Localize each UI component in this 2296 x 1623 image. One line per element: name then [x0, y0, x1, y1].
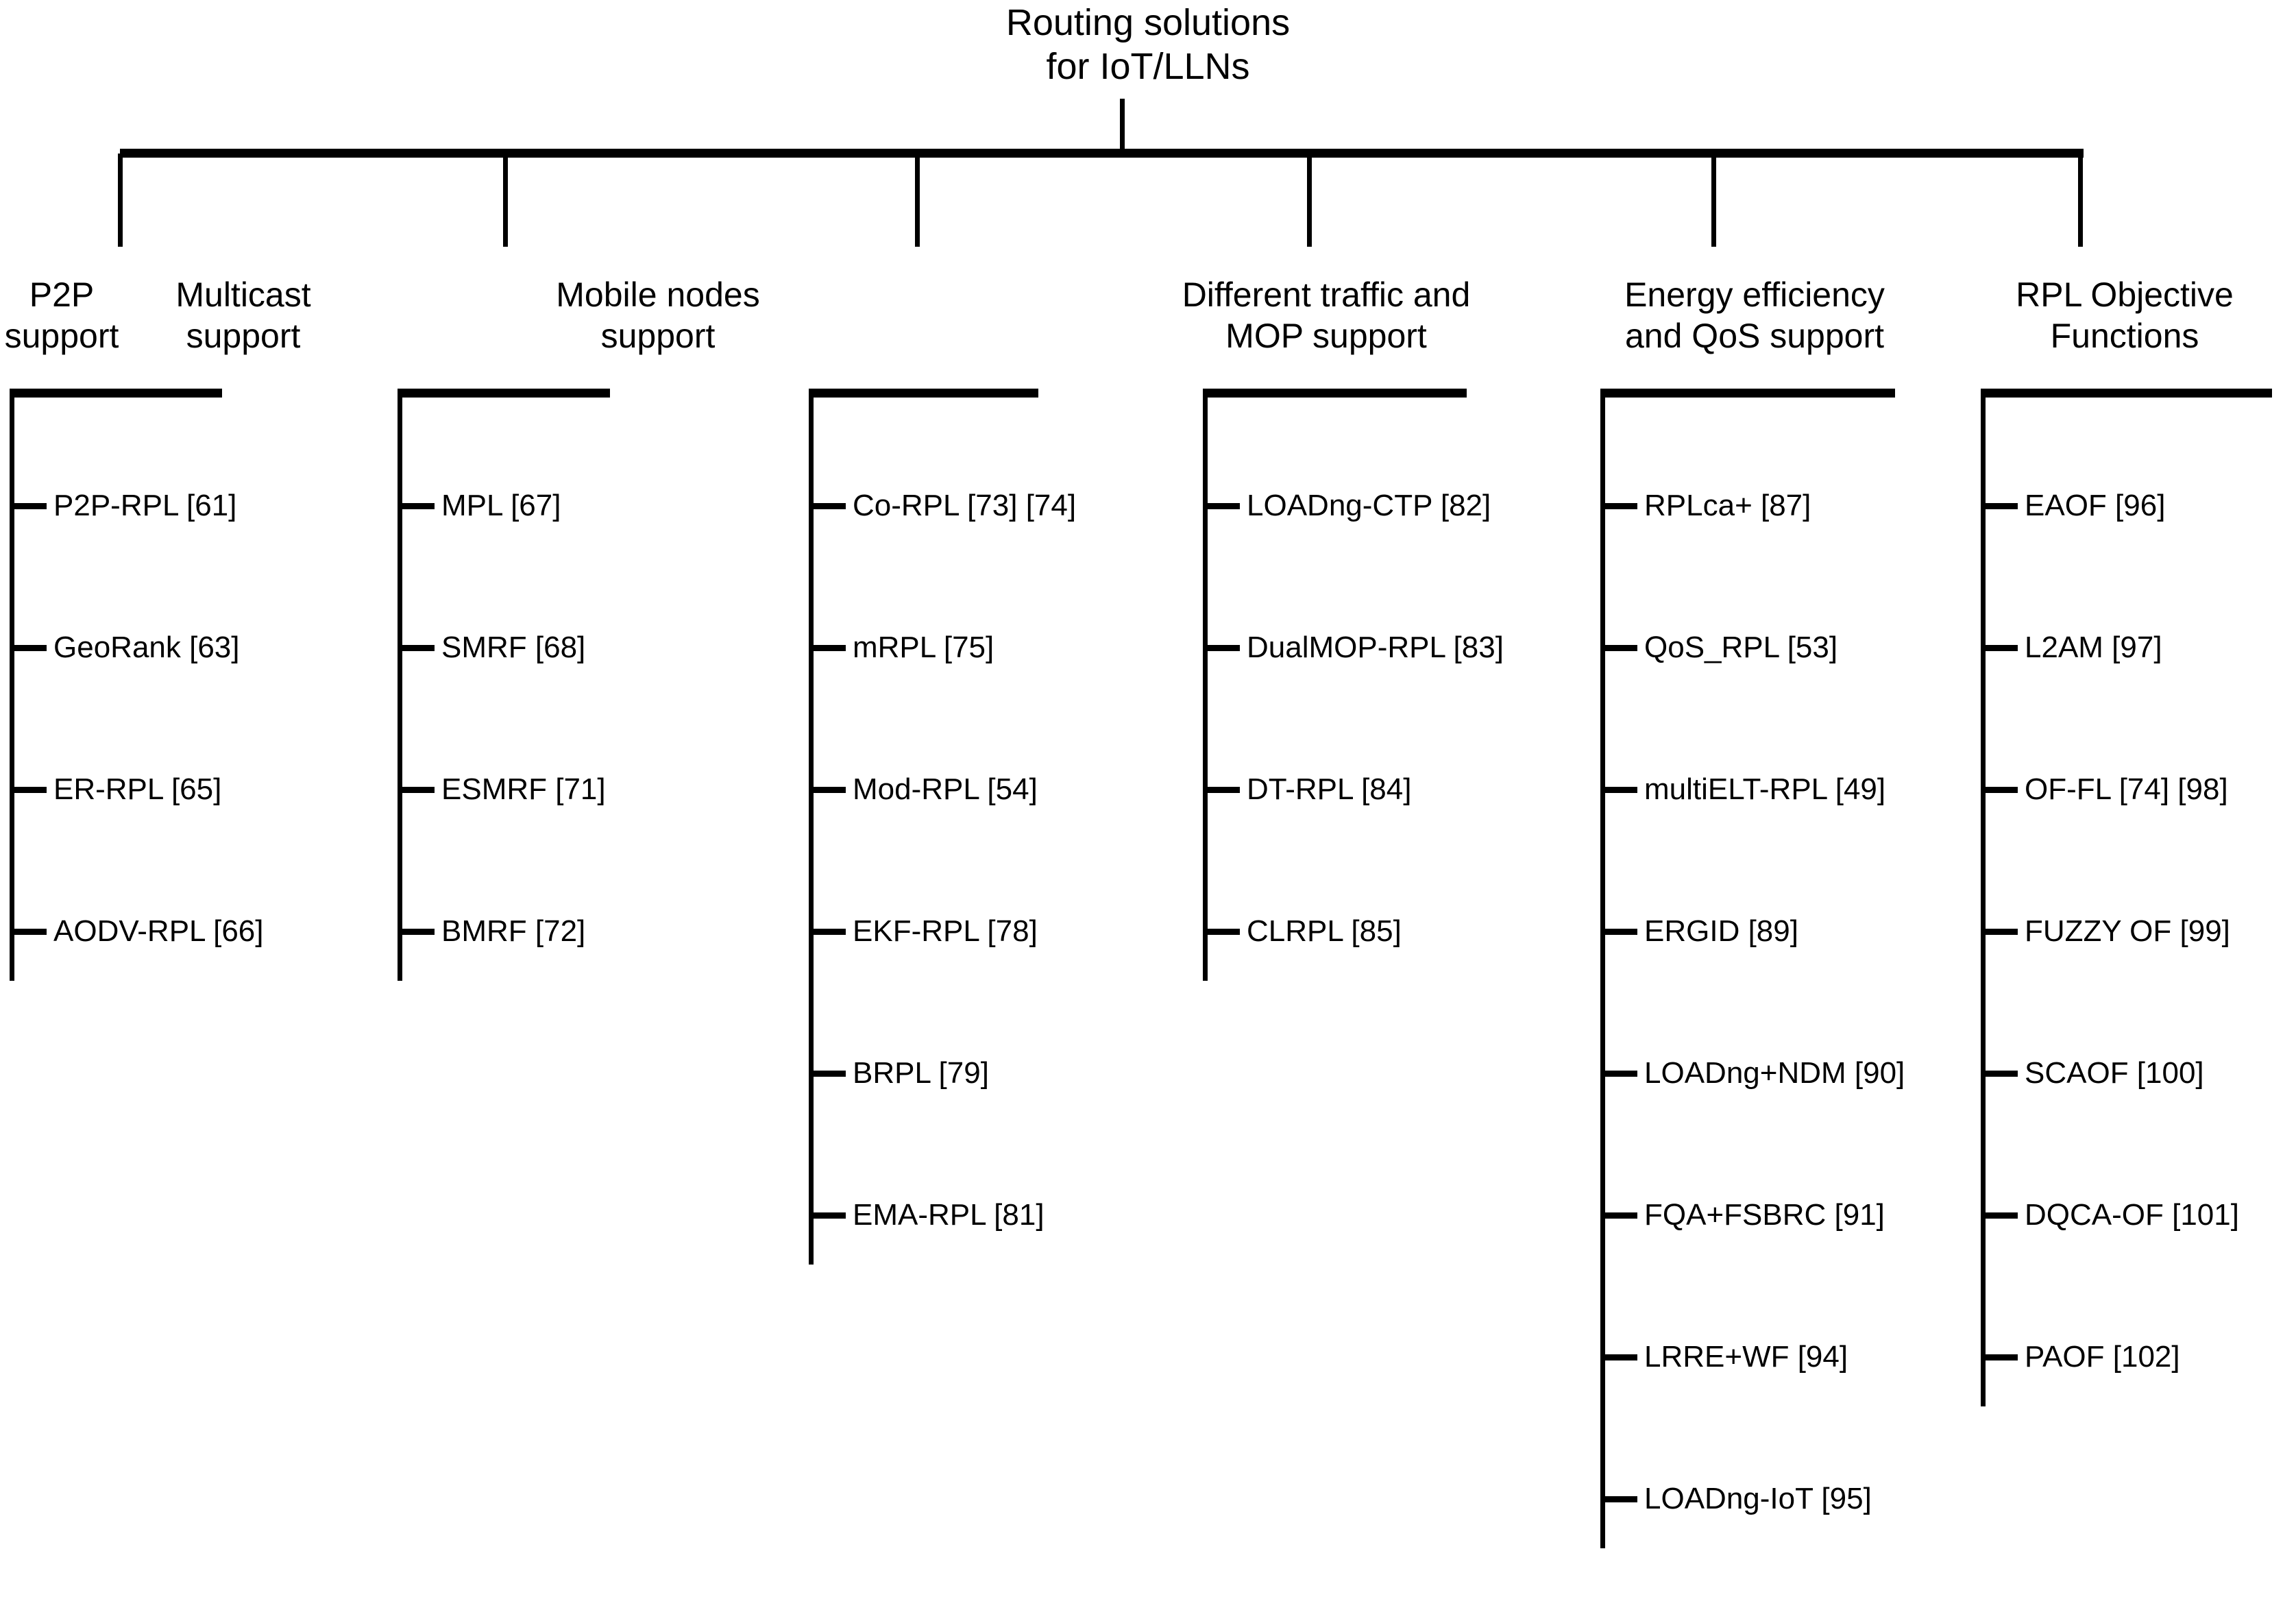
leaf-item-label: BMRF [72]: [441, 914, 586, 948]
branch-header-bar-1: [10, 389, 222, 398]
leaf-tick: [398, 787, 435, 793]
branch-spine-2: [398, 389, 402, 981]
leaf-tick: [809, 1212, 846, 1219]
branch-header-4: Different traffic and MOP support: [1182, 276, 1471, 355]
leaf-item-label: ESMRF [71]: [441, 772, 606, 806]
branch-header-6: RPL Objective Functions: [2016, 276, 2234, 355]
root-node-title: Routing solutions for IoT/LLNs: [1005, 2, 1291, 87]
leaf-item-label: L2AM [97]: [2025, 631, 2162, 664]
leaf-item-label: EMA-RPL [81]: [853, 1198, 1045, 1232]
leaf-tick: [398, 929, 435, 935]
branch-spine-5: [1600, 389, 1605, 1548]
leaf-tick: [10, 929, 47, 935]
branch-drop-connector-3: [915, 154, 920, 247]
branch-spine-3: [809, 389, 814, 1265]
leaf-tick: [1600, 1354, 1637, 1360]
leaf-tick: [1203, 503, 1240, 509]
leaf-tick: [1600, 929, 1637, 935]
branch-spine-4: [1203, 389, 1208, 981]
leaf-item-label: EAOF [96]: [2025, 489, 2166, 522]
leaf-item-label: LOADng+NDM [90]: [1644, 1056, 1905, 1090]
leaf-tick: [1203, 787, 1240, 793]
leaf-tick: [1600, 645, 1637, 651]
branch-drop-connector-2: [503, 154, 508, 247]
leaf-tick: [398, 503, 435, 509]
leaf-item-label: CLRPL [85]: [1247, 914, 1402, 948]
leaf-item-label: SCAOF [100]: [2025, 1056, 2204, 1090]
leaf-tick: [10, 645, 47, 651]
leaf-item-label: P2P-RPL [61]: [53, 489, 237, 522]
branch-header-3: Mobile nodes support: [556, 276, 760, 355]
leaf-tick: [1981, 645, 2018, 651]
leaf-item-label: ERGID [89]: [1644, 914, 1798, 948]
leaf-tick: [1600, 1496, 1637, 1502]
leaf-tick: [809, 503, 846, 509]
branch-header-5: Energy efficiency and QoS support: [1624, 276, 1885, 355]
leaf-item-label: RPLca+ [87]: [1644, 489, 1811, 522]
leaf-item-label: Co-RPL [73] [74]: [853, 489, 1077, 522]
leaf-tick: [1600, 1071, 1637, 1077]
leaf-item-label: PAOF [102]: [2025, 1340, 2180, 1374]
leaf-item-label: AODV-RPL [66]: [53, 914, 264, 948]
branch-spine-1: [10, 389, 14, 981]
leaf-item-label: OF-FL [74] [98]: [2025, 772, 2228, 806]
leaf-item-label: FQA+FSBRC [91]: [1644, 1198, 1885, 1232]
leaf-tick: [1203, 645, 1240, 651]
leaf-item-label: DT-RPL [84]: [1247, 772, 1412, 806]
leaf-tick: [1981, 503, 2018, 509]
branch-spine-6: [1981, 389, 1986, 1406]
branch-drop-connector-5: [1711, 154, 1716, 247]
leaf-tick: [1600, 787, 1637, 793]
branch-header-bar-4: [1203, 389, 1467, 398]
leaf-item-label: DualMOP-RPL [83]: [1247, 631, 1504, 664]
leaf-tick: [1600, 1212, 1637, 1219]
leaf-item-label: multiELT-RPL [49]: [1644, 772, 1886, 806]
leaf-tick: [1600, 503, 1637, 509]
leaf-tick: [1981, 929, 2018, 935]
branch-header-bar-3: [809, 389, 1038, 398]
branch-drop-connector-4: [1307, 154, 1312, 247]
leaf-item-label: mRPL [75]: [853, 631, 994, 664]
branch-header-bar-5: [1600, 389, 1895, 398]
leaf-item-label: Mod-RPL [54]: [853, 772, 1038, 806]
leaf-item-label: MPL [67]: [441, 489, 561, 522]
branch-drop-connector-6: [2078, 154, 2083, 247]
leaf-item-label: LOADng-IoT [95]: [1644, 1482, 1872, 1515]
leaf-tick: [1203, 929, 1240, 935]
branch-header-2: Multicast support: [175, 276, 311, 355]
leaf-item-label: GeoRank [63]: [53, 631, 240, 664]
leaf-tick: [1981, 1071, 2018, 1077]
leaf-item-label: EKF-RPL [78]: [853, 914, 1038, 948]
leaf-item-label: BRPL [79]: [853, 1056, 989, 1090]
leaf-tick: [809, 645, 846, 651]
root-stem-connector: [1120, 99, 1125, 154]
main-horizontal-bus: [120, 149, 2084, 158]
branch-header-bar-2: [398, 389, 610, 398]
leaf-tick: [10, 503, 47, 509]
leaf-item-label: QoS_RPL [53]: [1644, 631, 1838, 664]
leaf-item-label: LRRE+WF [94]: [1644, 1340, 1848, 1374]
leaf-tick: [809, 1071, 846, 1077]
leaf-item-label: FUZZY OF [99]: [2025, 914, 2230, 948]
leaf-tick: [1981, 787, 2018, 793]
leaf-tick: [10, 787, 47, 793]
leaf-tick: [398, 645, 435, 651]
branch-drop-connector-1: [118, 154, 123, 247]
branch-header-bar-6: [1981, 389, 2272, 398]
leaf-tick: [1981, 1354, 2018, 1360]
branch-header-1: P2P support: [4, 276, 119, 355]
leaf-item-label: ER-RPL [65]: [53, 772, 222, 806]
leaf-tick: [809, 787, 846, 793]
leaf-item-label: SMRF [68]: [441, 631, 586, 664]
leaf-tick: [1981, 1212, 2018, 1219]
leaf-item-label: LOADng-CTP [82]: [1247, 489, 1491, 522]
leaf-tick: [809, 929, 846, 935]
leaf-item-label: DQCA-OF [101]: [2025, 1198, 2239, 1232]
